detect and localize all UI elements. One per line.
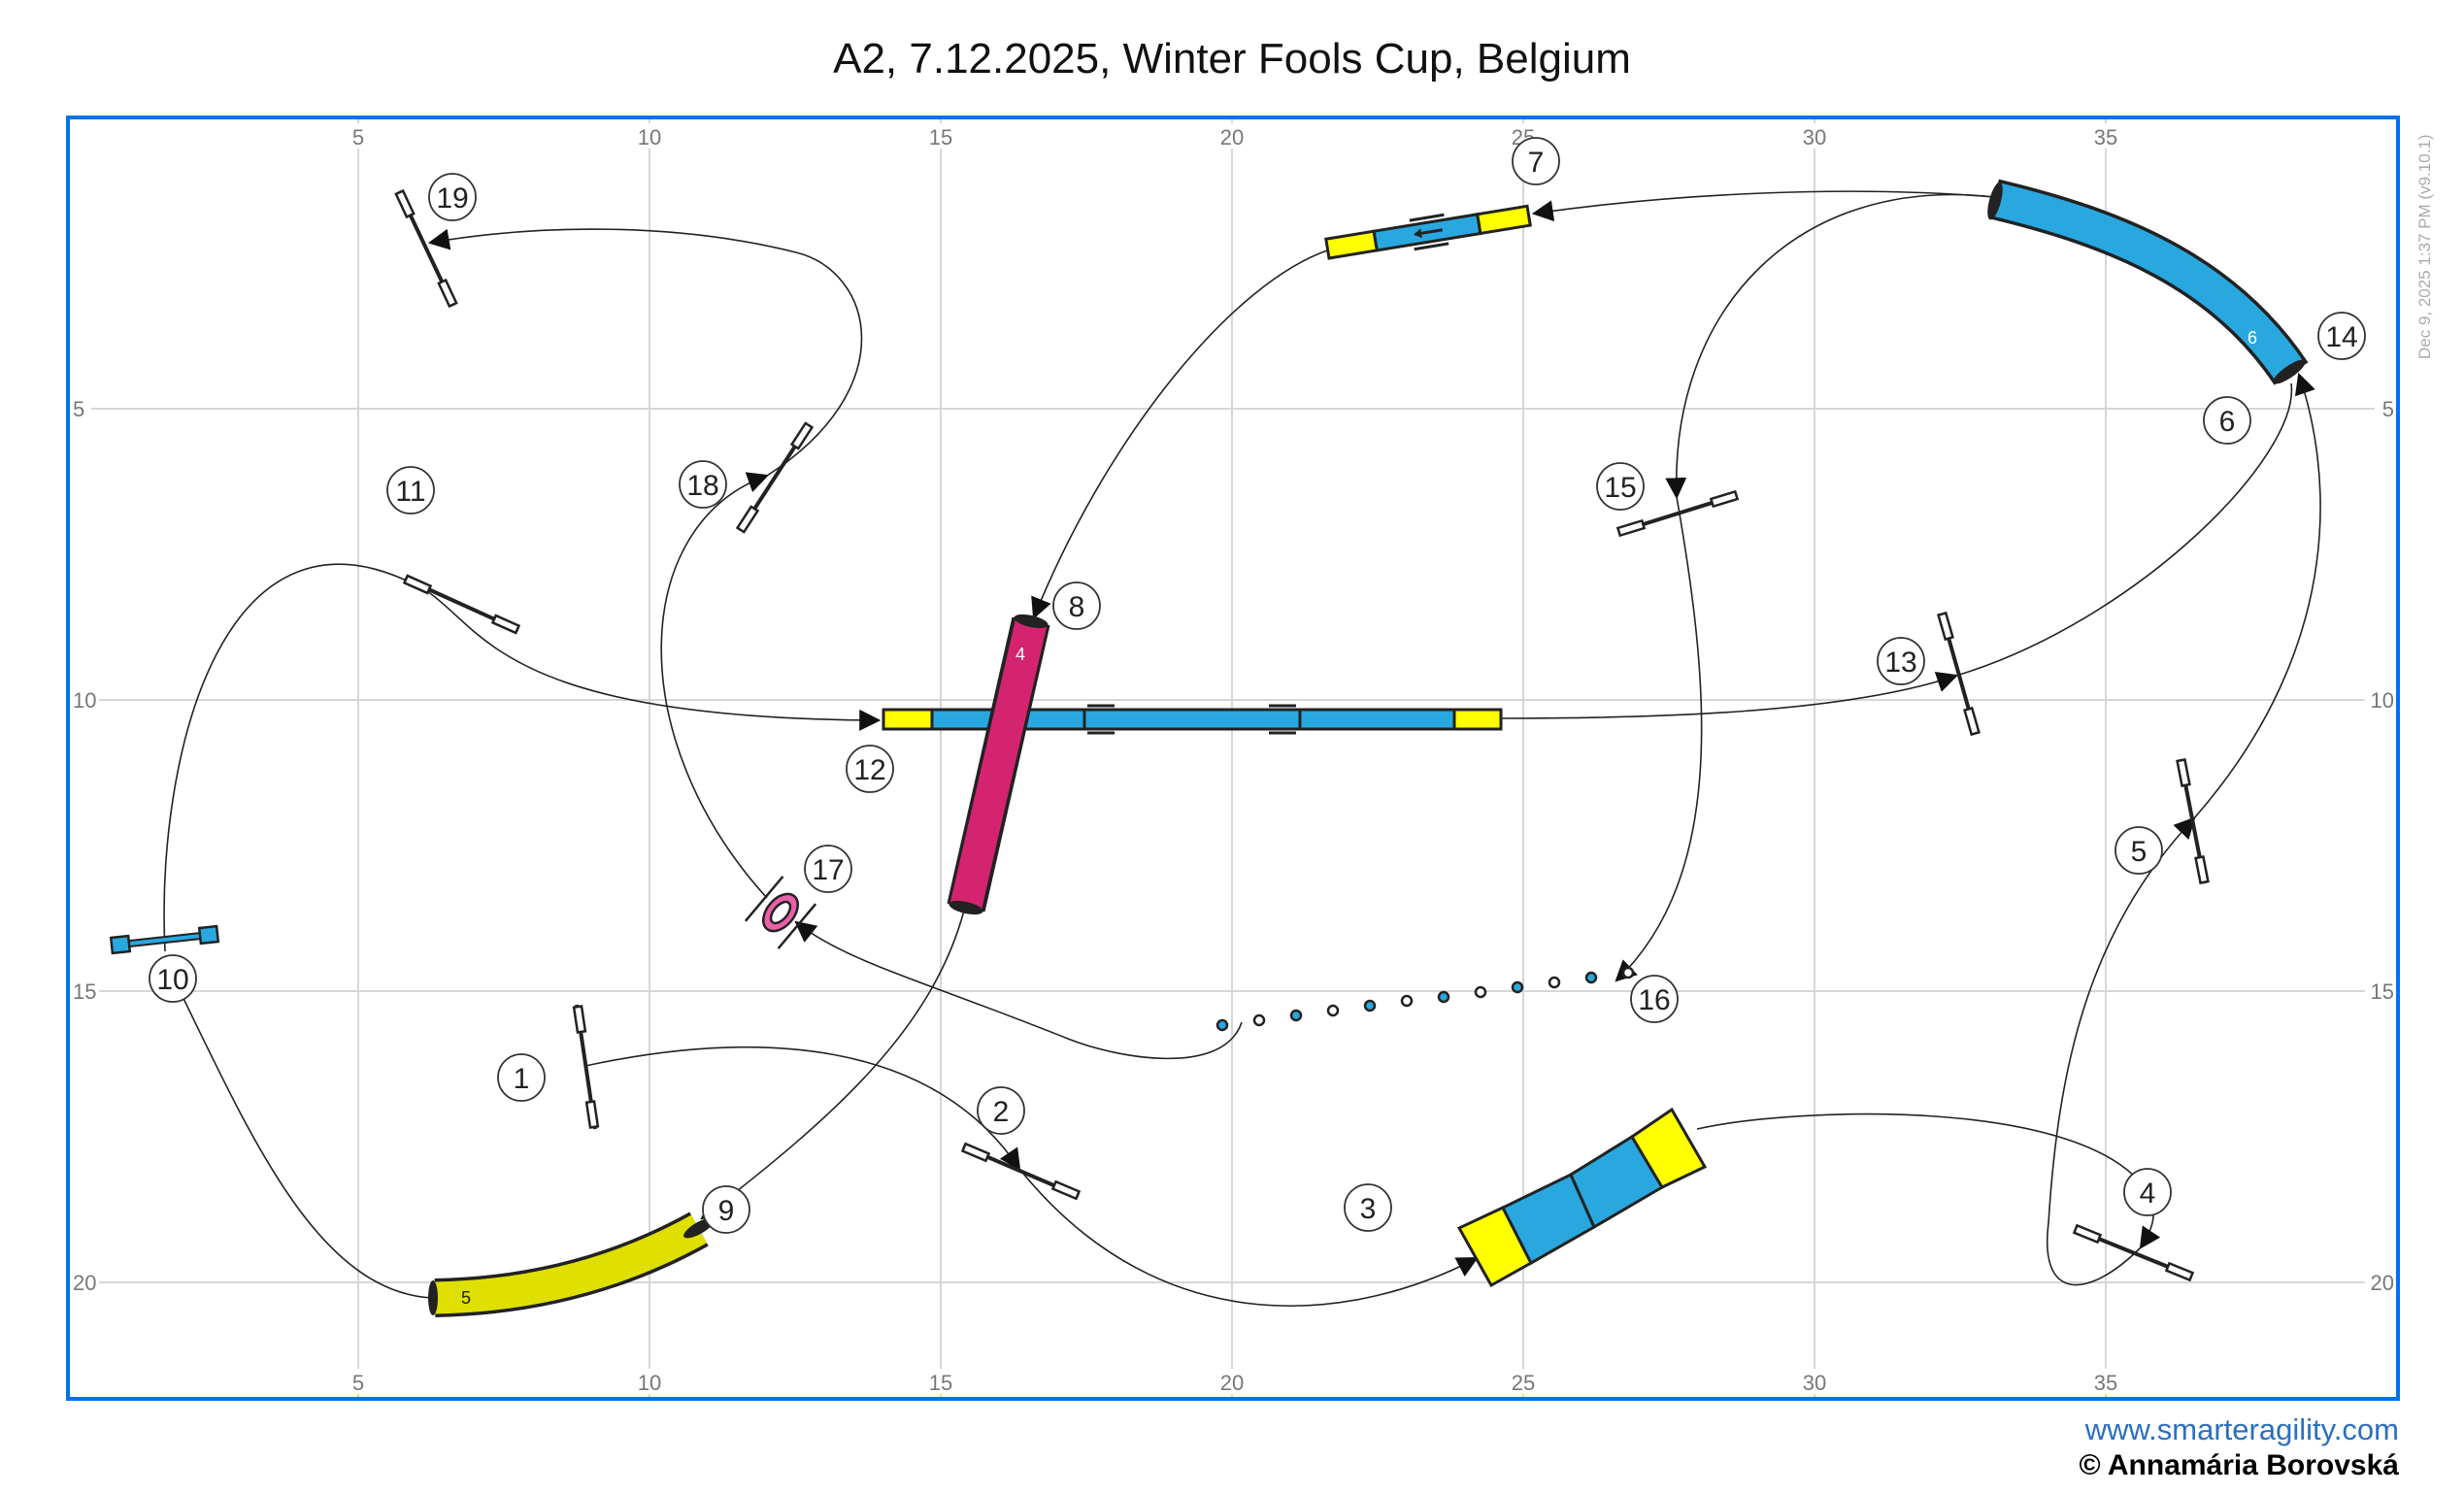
x-axis-top: 5 10 15 20 25 30 35 (345, 123, 2122, 149)
svg-text:18: 18 (686, 470, 718, 502)
grid (67, 117, 2398, 1400)
svg-text:5: 5 (2131, 836, 2148, 868)
number-15: 15 (1596, 462, 1645, 511)
svg-text:10: 10 (73, 688, 96, 713)
svg-text:14: 14 (2325, 321, 2357, 353)
tunnel-pink[interactable]: 4 (947, 612, 1050, 917)
number-11: 11 (386, 466, 435, 515)
number-12: 12 (846, 745, 894, 793)
svg-text:13: 13 (1884, 647, 1916, 679)
number-3: 3 (1344, 1183, 1392, 1232)
svg-text:10: 10 (638, 1371, 661, 1395)
svg-text:20: 20 (73, 1271, 96, 1295)
number-17: 17 (804, 845, 852, 893)
jump-2[interactable] (960, 1142, 1082, 1201)
svg-text:7: 7 (1528, 147, 1545, 179)
svg-text:6: 6 (2248, 328, 2257, 348)
weave-poles[interactable] (1215, 966, 1635, 1032)
svg-text:16: 16 (1638, 984, 1670, 1016)
y-axis-right: 5 10 15 20 (2365, 396, 2396, 1295)
svg-text:20: 20 (1220, 125, 1244, 149)
copyright: © Annamária Borovská (2079, 1449, 2399, 1481)
svg-text:30: 30 (1803, 1371, 1826, 1395)
svg-text:20: 20 (2371, 1271, 2394, 1295)
number-18: 18 (679, 460, 727, 509)
jump-19[interactable] (394, 188, 458, 309)
x-axis-bottom: 5 10 15 20 25 30 35 (345, 1369, 2122, 1395)
number-2: 2 (977, 1086, 1025, 1135)
number-9: 9 (702, 1185, 750, 1234)
svg-text:10: 10 (638, 125, 661, 149)
jumps (394, 188, 2210, 1282)
svg-text:15: 15 (2371, 979, 2394, 1004)
jump-13[interactable] (1937, 611, 1981, 737)
svg-text:35: 35 (2094, 125, 2117, 149)
svg-text:11: 11 (395, 476, 425, 508)
svg-text:8: 8 (1069, 591, 1085, 623)
number-7: 7 (1512, 137, 1560, 185)
svg-text:35: 35 (2094, 1371, 2117, 1395)
svg-text:4: 4 (2140, 1178, 2156, 1210)
number-14: 14 (2317, 312, 2366, 360)
number-4: 4 (2123, 1168, 2172, 1216)
svg-text:10: 10 (2371, 688, 2394, 713)
jump-11[interactable] (402, 574, 521, 635)
svg-text:5: 5 (352, 125, 364, 149)
svg-text:5: 5 (352, 1371, 364, 1395)
tunnel-yellow[interactable]: 5 (428, 1212, 717, 1317)
svg-text:15: 15 (1604, 472, 1636, 504)
svg-text:5: 5 (73, 397, 84, 421)
svg-text:15: 15 (929, 1371, 952, 1395)
a-frame[interactable] (1456, 1107, 1708, 1288)
course-numbers: 1 2 3 4 5 6 7 8 9 10 11 12 13 14 15 16 1… (149, 137, 2366, 1234)
website-link[interactable]: www.smarteragility.com (2084, 1412, 2399, 1446)
jump-1[interactable] (572, 1004, 600, 1130)
svg-text:15: 15 (73, 979, 96, 1004)
number-1: 1 (497, 1053, 546, 1102)
svg-text:5: 5 (2382, 397, 2394, 421)
spread-jump-10[interactable] (109, 924, 220, 955)
number-13: 13 (1877, 637, 1925, 685)
svg-text:2: 2 (993, 1096, 1010, 1128)
page-title: A2, 7.12.2025, Winter Fools Cup, Belgium (833, 35, 1631, 83)
jump-4[interactable] (2072, 1223, 2195, 1282)
number-16: 16 (1630, 975, 1679, 1023)
course-path (163, 190, 2321, 1308)
svg-text:25: 25 (1512, 1371, 1535, 1395)
svg-text:20: 20 (1220, 1371, 1244, 1395)
svg-text:5: 5 (461, 1288, 471, 1308)
svg-text:4: 4 (1016, 645, 1025, 664)
y-axis-left: 5 10 15 20 (70, 396, 99, 1295)
number-5: 5 (2114, 826, 2163, 875)
number-6: 6 (2203, 396, 2251, 445)
jump-5[interactable] (2176, 758, 2210, 884)
svg-text:17: 17 (812, 854, 844, 886)
jump-15[interactable] (1615, 489, 1740, 538)
tire[interactable] (744, 876, 817, 949)
svg-text:6: 6 (2219, 406, 2236, 438)
svg-text:12: 12 (853, 754, 885, 786)
svg-text:10: 10 (156, 964, 188, 996)
svg-text:15: 15 (929, 125, 952, 149)
svg-text:19: 19 (436, 183, 468, 215)
svg-text:3: 3 (1360, 1193, 1377, 1225)
field-border (66, 116, 2400, 1401)
number-19: 19 (428, 173, 477, 221)
svg-text:30: 30 (1803, 125, 1826, 149)
dogwalk[interactable] (882, 704, 1503, 735)
svg-text:1: 1 (514, 1063, 530, 1095)
seesaw[interactable] (1324, 201, 1532, 263)
svg-text:9: 9 (718, 1195, 735, 1227)
number-10: 10 (149, 954, 197, 1003)
jump-18[interactable] (735, 421, 815, 534)
number-8: 8 (1052, 581, 1101, 630)
tunnel-blue[interactable]: 6 (1984, 179, 2309, 387)
